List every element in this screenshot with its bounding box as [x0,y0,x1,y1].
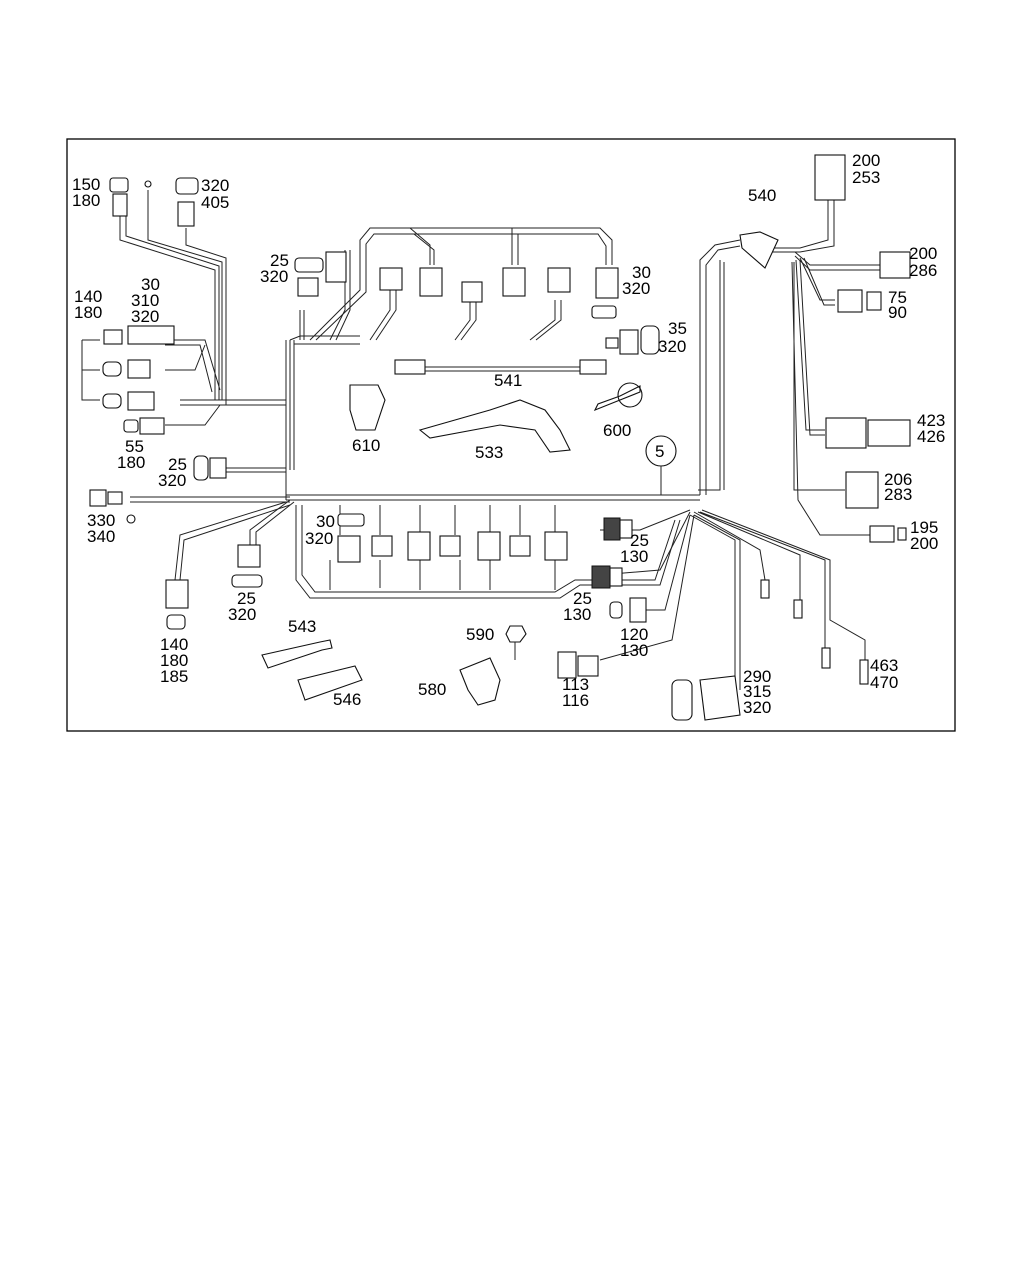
label-120: 120 [620,625,648,644]
label-140: 140 [74,287,102,306]
label-200: 200 [909,244,937,263]
label-320: 320 [260,267,288,286]
label-253: 253 [852,168,880,187]
label-470: 470 [870,673,898,692]
label-320: 320 [622,279,650,298]
label-283: 283 [884,485,912,504]
label-180: 180 [72,191,100,210]
label-463: 463 [870,656,898,675]
label-180: 180 [117,453,145,472]
label-30: 30 [141,275,160,294]
label-180: 180 [160,651,188,670]
label-320: 320 [158,471,186,490]
label-25: 25 [270,251,289,270]
label-320: 320 [228,605,256,624]
label-25: 25 [573,589,592,608]
label-200: 200 [910,534,938,553]
label-543: 543 [288,617,316,636]
label-130: 130 [620,547,648,566]
label-25: 25 [237,589,256,608]
label-541: 541 [494,371,522,390]
label-320: 320 [743,698,771,717]
label-35: 35 [668,319,687,338]
label-75: 75 [888,288,907,307]
label-546: 546 [333,690,361,709]
diagram-frame [66,138,956,732]
label-580: 580 [418,680,446,699]
label-130: 130 [563,605,591,624]
label-25: 25 [630,531,649,550]
label-330: 330 [87,511,115,530]
label-113: 113 [562,675,589,694]
label-130: 130 [620,641,648,660]
label-320: 320 [201,176,229,195]
label-426: 426 [917,427,945,446]
label-405: 405 [201,193,229,212]
label-533: 533 [475,443,503,462]
label-340: 340 [87,527,115,546]
label-150: 150 [72,175,100,194]
label-30: 30 [316,512,335,531]
label-286: 286 [909,261,937,280]
main-harness-wires [81,180,880,690]
label-310: 310 [131,291,159,310]
label-315: 315 [743,682,771,701]
label-140: 140 [160,635,188,654]
label-423: 423 [917,411,945,430]
part-labels: 5 150 180 320 405 140 180 30 310 320 55 … [72,151,945,717]
label-540: 540 [748,186,776,205]
connectors [89,154,911,721]
label-25: 25 [168,455,187,474]
label-185: 185 [160,667,188,686]
label-90: 90 [888,303,907,322]
label-55: 55 [125,437,144,456]
label-206: 206 [884,470,912,489]
label-200: 200 [852,151,880,170]
label-320: 320 [305,529,333,548]
label-320: 320 [658,337,686,356]
label-116: 116 [562,691,589,710]
label-590: 590 [466,625,494,644]
label-290: 290 [743,667,771,686]
label-320: 320 [131,307,159,326]
callout-number: 5 [655,442,664,461]
label-195: 195 [910,518,938,537]
label-610: 610 [352,436,380,455]
label-180: 180 [74,303,102,322]
label-600: 600 [603,421,631,440]
label-30: 30 [632,263,651,282]
